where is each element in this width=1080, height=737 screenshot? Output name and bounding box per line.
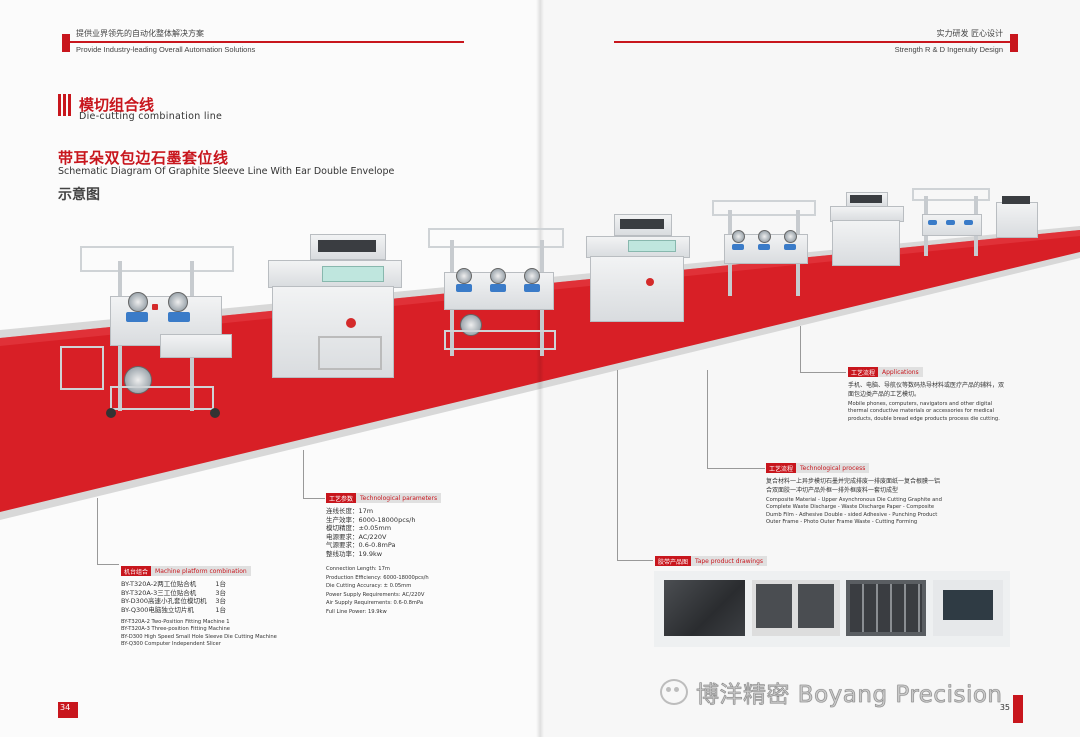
tag-label-en: Technological parameters	[356, 493, 442, 503]
page-number-left: 34	[60, 703, 71, 712]
machine-die-cutting-2	[584, 210, 694, 330]
tag-label-cn: 工艺流程	[848, 367, 879, 377]
applications-en: Mobile phones, computers, navigators and…	[848, 401, 1000, 422]
page-gutter	[536, 0, 544, 737]
callout-line-tape-h	[617, 560, 653, 561]
callout-line-applications	[800, 326, 801, 372]
tape-image-4	[933, 580, 1003, 636]
section-title-en: Die-cutting combination line	[79, 111, 223, 122]
tag-label-en: Tape product drawings	[691, 556, 768, 566]
machine-fitting-4	[908, 186, 990, 258]
tape-drawings-tag: 胶带产品图 Tape product drawings	[655, 556, 768, 566]
callout-line-combination-h	[97, 564, 119, 565]
callout-line-process	[707, 370, 708, 468]
page-title-cn: 带耳朵双包边石墨套位线	[58, 149, 229, 167]
tech-params-en: Connection Length: 17m Production Effici…	[326, 566, 429, 615]
tag-label-cn: 工艺流程	[766, 463, 797, 473]
callout-line-params-h	[303, 498, 325, 499]
tech-process-tag: 工艺流程 Technological process	[766, 463, 870, 473]
tape-piece	[756, 584, 792, 628]
header-accent-right	[1010, 34, 1018, 52]
page-number-right: 35	[999, 703, 1010, 712]
machine-fitting-3	[706, 196, 818, 300]
machine-combination-tag: 机台组合 Machine platform combination	[121, 566, 251, 576]
page-number-left-badge	[58, 702, 78, 718]
tag-label-en: Applications	[878, 367, 923, 377]
machine-die-cutting-3	[828, 190, 904, 272]
watermark-text: 博洋精密 Boyang Precision	[696, 682, 1003, 709]
header-accent-left	[62, 34, 70, 52]
tag-label-cn: 机台组合	[121, 566, 152, 576]
header-rule-left	[70, 41, 464, 43]
callout-line-combination	[97, 498, 98, 564]
machine-fitting-2	[420, 220, 570, 360]
tag-label-en: Technological process	[796, 463, 870, 473]
tape-image-1	[664, 580, 745, 636]
watermark: 博洋精密 Boyang Precision	[660, 675, 1002, 709]
section-title-cn: 模切组合线	[79, 96, 155, 114]
applications-tag: 工艺流程 Applications	[848, 367, 923, 377]
diagram-label: 示意图	[58, 187, 100, 203]
section-bars-icon	[58, 94, 72, 116]
header-en-right: Strength R & D Ingenuity Design	[894, 45, 1003, 54]
machine-fitting-1	[60, 236, 250, 426]
header-en-left: Provide Industry-leading Overall Automat…	[76, 45, 256, 54]
header-cn-right: 实力研发 匠心设计	[936, 29, 1003, 38]
tag-label-cn: 工艺参数	[326, 493, 357, 503]
machine-slicer	[992, 196, 1040, 240]
tech-params-cn: 连线长度：17m 生产效率：6000-18000pcs/h 模切精度：±0.05…	[326, 507, 416, 558]
tape-image-2	[752, 580, 840, 636]
callout-line-applications-h	[800, 372, 846, 373]
applications-cn: 手机、电脑、导航仪等数码热导材料或医疗产品的辅料，双面包边类产品的工艺模切。	[848, 382, 1005, 398]
tech-params-tag: 工艺参数 Technological parameters	[326, 493, 442, 503]
page-title-en: Schematic Diagram Of Graphite Sleeve Lin…	[58, 166, 395, 177]
tape-piece	[798, 584, 834, 628]
machine-combination-en: BY-T320A-2 Two-Position Fitting Machine …	[121, 619, 277, 648]
tag-label-cn: 胶带产品图	[655, 556, 692, 566]
machine-die-cutting-1	[262, 226, 412, 386]
tech-process-cn: 复合材料一上异步模切石墨并完成排废一排废面纸一复合根膜一铝合双面胶一冲切产品外框…	[766, 478, 941, 494]
callout-line-tape	[617, 370, 618, 560]
header-rule-right	[614, 41, 1010, 43]
tech-process-en: Composite Material - Upper Asynchronous …	[766, 497, 942, 526]
tag-label-en: Machine platform combination	[151, 566, 251, 576]
tape-piece	[943, 590, 993, 620]
wechat-icon	[660, 679, 688, 705]
tape-grid	[850, 584, 922, 632]
header-cn-left: 提供业界领先的自动化整体解决方案	[76, 29, 204, 38]
callout-line-params	[303, 450, 304, 498]
callout-line-process-h	[707, 468, 765, 469]
page-number-right-badge	[1013, 695, 1023, 723]
tape-image-3	[846, 580, 926, 636]
